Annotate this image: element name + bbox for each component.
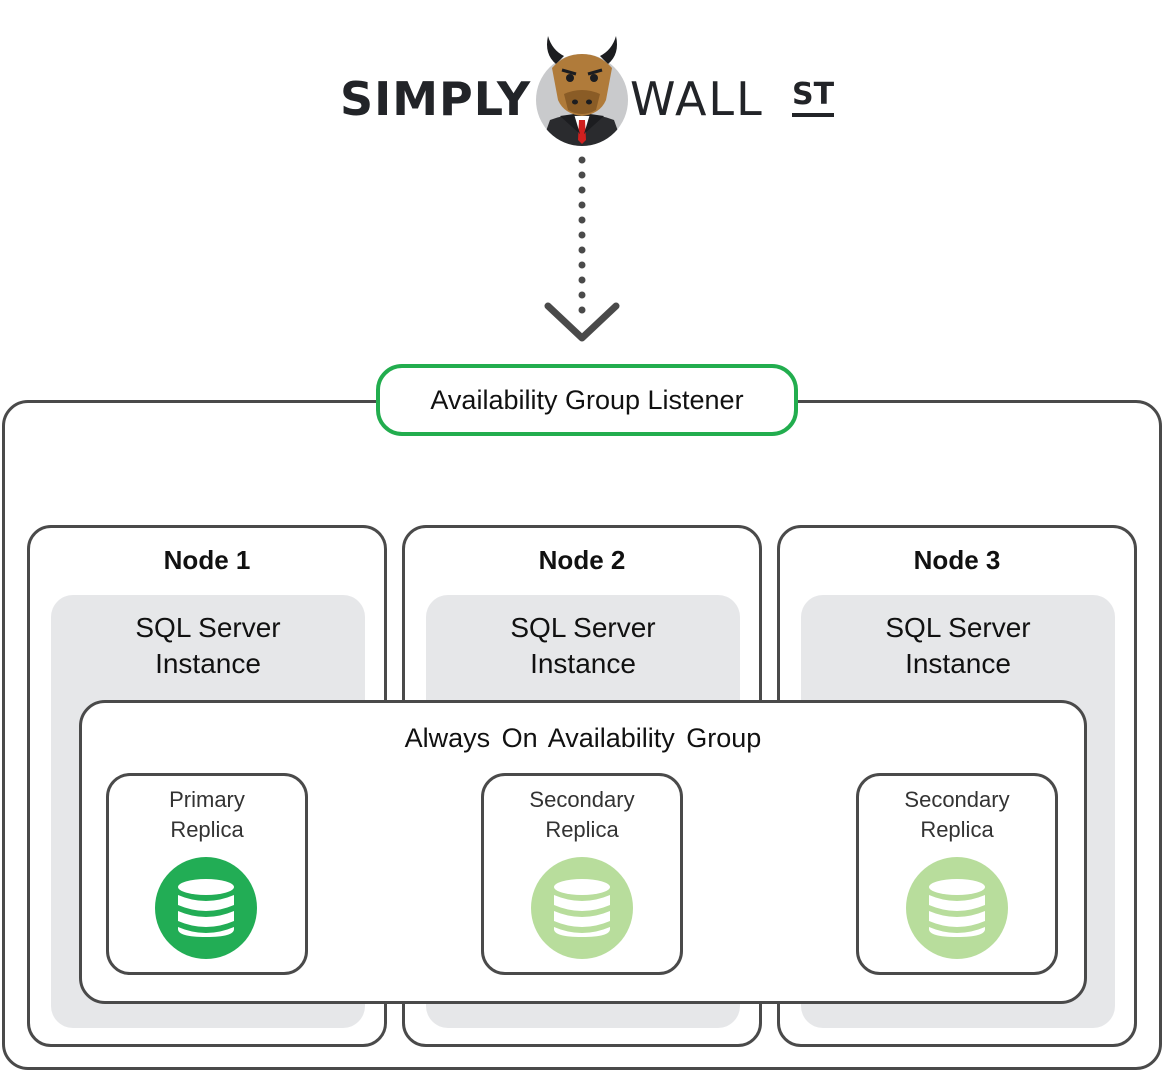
logo-text-wall: WALL xyxy=(630,72,764,126)
listener-label: Availability Group Listener xyxy=(430,384,744,415)
instance-label-line2: Instance xyxy=(905,648,1011,679)
down-arrow-connector xyxy=(544,156,620,342)
replica-label-line2: Replica xyxy=(170,817,244,842)
node-2-title: Node 2 xyxy=(538,545,626,575)
dotted-line xyxy=(578,156,586,314)
replica-label-line1: Secondary xyxy=(529,787,635,812)
instance-label-line1: SQL Server xyxy=(135,612,281,643)
replica-label-line2: Replica xyxy=(545,817,619,842)
instance-label-line1: SQL Server xyxy=(885,612,1031,643)
database-icon xyxy=(155,857,257,959)
logo-text-simply: SIMPLY xyxy=(340,72,532,126)
database-icon xyxy=(531,857,633,959)
chevron-down-icon xyxy=(544,302,620,342)
node-1-title: Node 1 xyxy=(163,545,251,575)
availability-group-label: Always On Availability Group xyxy=(404,723,762,753)
replica-label-line2: Replica xyxy=(920,817,994,842)
node-3-title: Node 3 xyxy=(913,545,1001,575)
primary-replica-label: Primary Replica xyxy=(106,785,308,845)
logo-text-st: ST xyxy=(792,78,835,117)
replica-label-line1: Primary xyxy=(169,787,245,812)
replica-label-line1: Secondary xyxy=(904,787,1010,812)
sql-instance-2-label: SQL Server Instance xyxy=(426,610,740,682)
bull-mascot-icon xyxy=(536,36,628,146)
sql-instance-1-label: SQL Server Instance xyxy=(51,610,365,682)
secondary-replica-1-label: Secondary Replica xyxy=(481,785,683,845)
database-icon xyxy=(906,857,1008,959)
instance-label-line2: Instance xyxy=(155,648,261,679)
secondary-replica-2-label: Secondary Replica xyxy=(856,785,1058,845)
availability-group-listener: Availability Group Listener xyxy=(376,364,798,436)
instance-label-line1: SQL Server xyxy=(510,612,656,643)
sql-instance-3-label: SQL Server Instance xyxy=(801,610,1115,682)
instance-label-line2: Instance xyxy=(530,648,636,679)
